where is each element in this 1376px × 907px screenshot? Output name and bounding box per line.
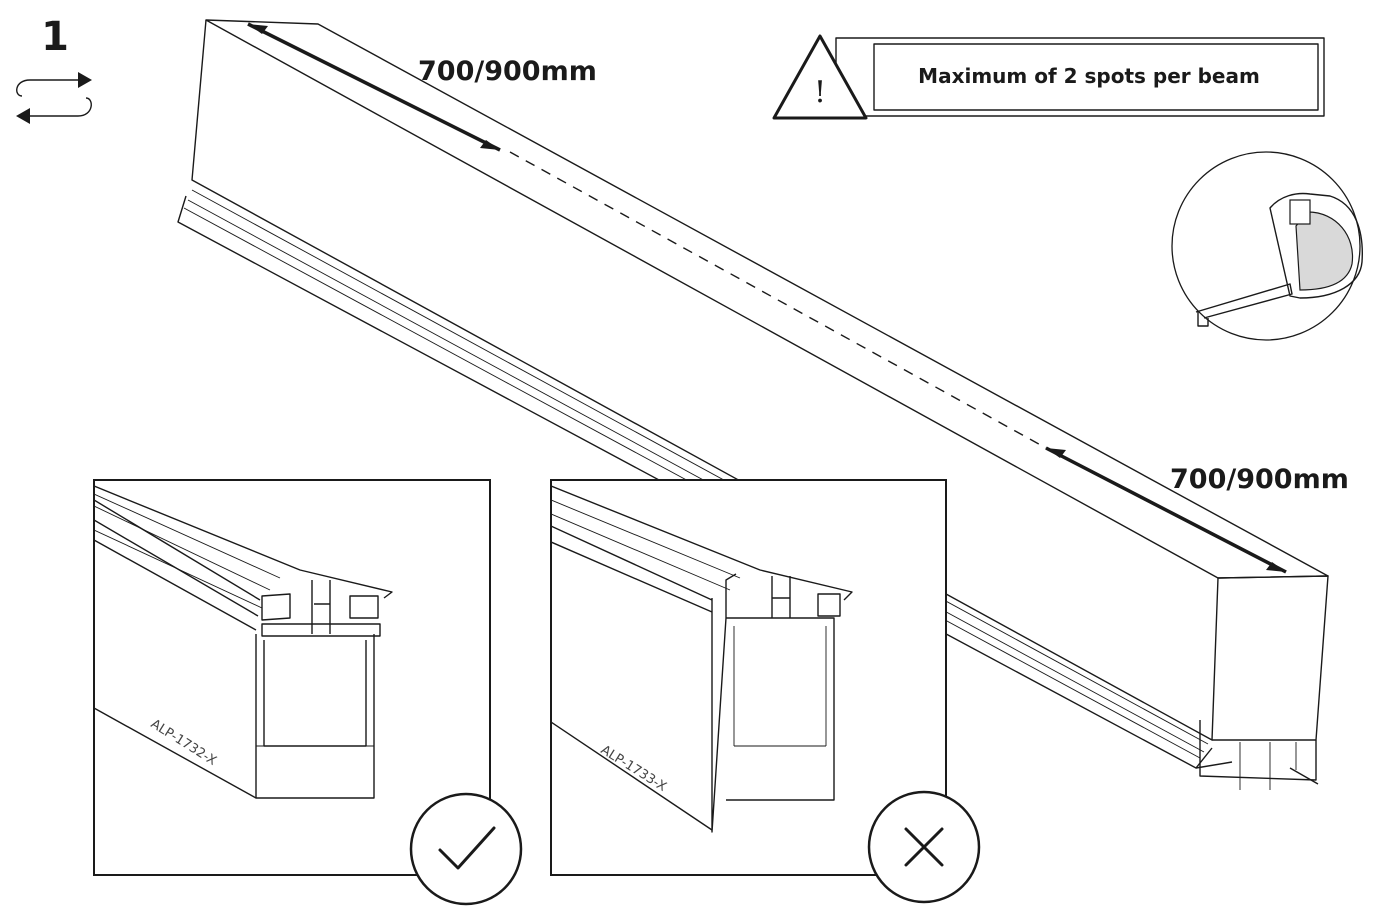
warning-triangle-icon: ! (772, 34, 868, 120)
option-panel-incorrect: ALP-1733-X (550, 479, 947, 876)
cross-icon (867, 790, 981, 904)
dimension-arrow-bottom (1045, 446, 1287, 574)
dimension-label-top: 700/900mm (418, 56, 597, 87)
checkmark-icon (409, 792, 523, 906)
option-panel-correct: ALP-1732-X (93, 479, 491, 876)
warning-text: Maximum of 2 spots per beam (918, 64, 1260, 88)
warning-mark: ! (814, 75, 826, 110)
warning-notice: ! Maximum of 2 spots per beam (772, 34, 1325, 120)
step-number: 1 (41, 14, 69, 60)
dimension-label-bottom: 700/900mm (1170, 464, 1349, 495)
repeat-icon (16, 72, 92, 124)
dimension-dashed-line (509, 151, 1047, 449)
tape-measure-icon (1171, 151, 1363, 341)
dimension-arrow-top (247, 22, 501, 152)
